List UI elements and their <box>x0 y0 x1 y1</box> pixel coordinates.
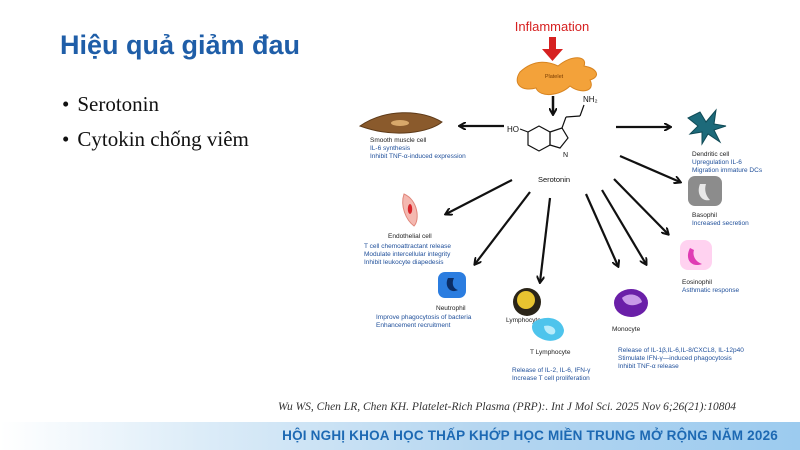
smooth-muscle-effect-2: Inhibit TNF-α-induced expression <box>370 153 466 160</box>
bullet-serotonin: Serotonin <box>62 92 249 117</box>
bullet-cytokine: Cytokin chống viêm <box>62 127 249 152</box>
eosinophil-effect-1: Asthmatic response <box>682 287 739 294</box>
endothelial-effect-2: Modulate intercellular integrity <box>364 251 451 258</box>
monocyte-name: Monocyte <box>612 326 641 333</box>
smooth-muscle-cell-icon <box>358 112 443 134</box>
eosinophil-name: Eosinophil <box>682 279 713 286</box>
footer-banner: HỘI NGHỊ KHOA HỌC THẤP KHỚP HỌC MIỀN TRU… <box>0 422 800 450</box>
arrow-neutrophil <box>475 191 531 264</box>
t-lymphocyte-icon <box>532 317 564 341</box>
nh2-label: NH₂ <box>583 95 598 104</box>
dendritic-cell-icon <box>687 108 727 146</box>
smooth-muscle-effect-1: IL-6 synthesis <box>370 145 411 152</box>
lymphocyte-icon <box>513 288 541 316</box>
basophil-name: Basophil <box>692 212 717 219</box>
arrow-monocyte-2 <box>601 189 646 264</box>
monocyte-effect-2: Stimulate IFN-γ—induced phagocytosis <box>618 355 733 362</box>
neutrophil-effect-1: Improve phagocytosis of bacteria <box>376 314 472 321</box>
lymphocyte-name: Lymphocyte <box>506 317 541 324</box>
monocyte-effect-1: Release of IL-1β,IL-6,IL-8/CXCL8, IL-12p… <box>618 347 744 354</box>
inflammation-label: Inflammation <box>515 19 589 34</box>
monocyte-effect-3: Inhibit TNF-α release <box>618 363 679 370</box>
arrow-eosinophil <box>613 178 668 234</box>
smooth-muscle-name: Smooth muscle cell <box>370 137 427 144</box>
platelet-label: Platelet <box>545 74 564 80</box>
footer-text: HỘI NGHỊ KHOA HỌC THẤP KHỚP HỌC MIỀN TRU… <box>282 428 778 443</box>
platelet-icon <box>516 57 598 95</box>
endothelial-effect-1: T cell chemoattractant release <box>364 243 451 250</box>
ho-label: HO <box>507 125 519 134</box>
basophil-effect-1: Increased secretion <box>692 220 749 227</box>
bullet-list: Serotonin Cytokin chống viêm <box>62 92 249 162</box>
effect-arrows <box>446 126 680 282</box>
dendritic-effect-2: Migration immature DCs <box>692 167 763 174</box>
arrow-monocyte <box>584 193 618 266</box>
basophil-icon <box>688 176 722 206</box>
arrow-basophil <box>619 154 680 182</box>
arrow-endothelial <box>446 179 513 214</box>
neutrophil-name: Neutrophil <box>436 305 466 312</box>
dendritic-name: Dendritic cell <box>692 151 730 158</box>
serotonin-molecule <box>519 104 585 152</box>
serotonin-label: Serotonin <box>538 175 570 184</box>
arrow-lymphocyte <box>540 197 552 282</box>
eosinophil-icon <box>680 240 712 270</box>
serotonin-effects-diagram: Inflammation Platelet HO NH₂ N Serotonin <box>358 19 763 382</box>
slide-title: Hiệu quả giảm đau <box>60 30 301 60</box>
dendritic-effect-1: Upregulation IL-6 <box>692 159 742 166</box>
t-lymphocyte-effect-2: Increase T cell proliferation <box>512 375 590 382</box>
inflammation-arrow <box>542 37 563 61</box>
endothelial-name: Endothelial cell <box>388 233 432 240</box>
t-lymphocyte-effect-1: Release of IL-2, IL-6, IFN-γ <box>512 367 591 374</box>
nh-label: N <box>563 152 568 159</box>
t-lymphocyte-name: T Lymphocyte <box>530 349 571 356</box>
monocyte-icon <box>614 289 648 317</box>
endothelial-effect-3: Inhibit leukocyte diapedesis <box>364 259 444 266</box>
citation: Wu WS, Chen LR, Chen KH. Platelet-Rich P… <box>278 401 736 413</box>
endothelial-cell-icon <box>402 193 418 227</box>
neutrophil-icon <box>438 272 466 298</box>
neutrophil-effect-2: Enhancement recruitment <box>376 322 451 329</box>
